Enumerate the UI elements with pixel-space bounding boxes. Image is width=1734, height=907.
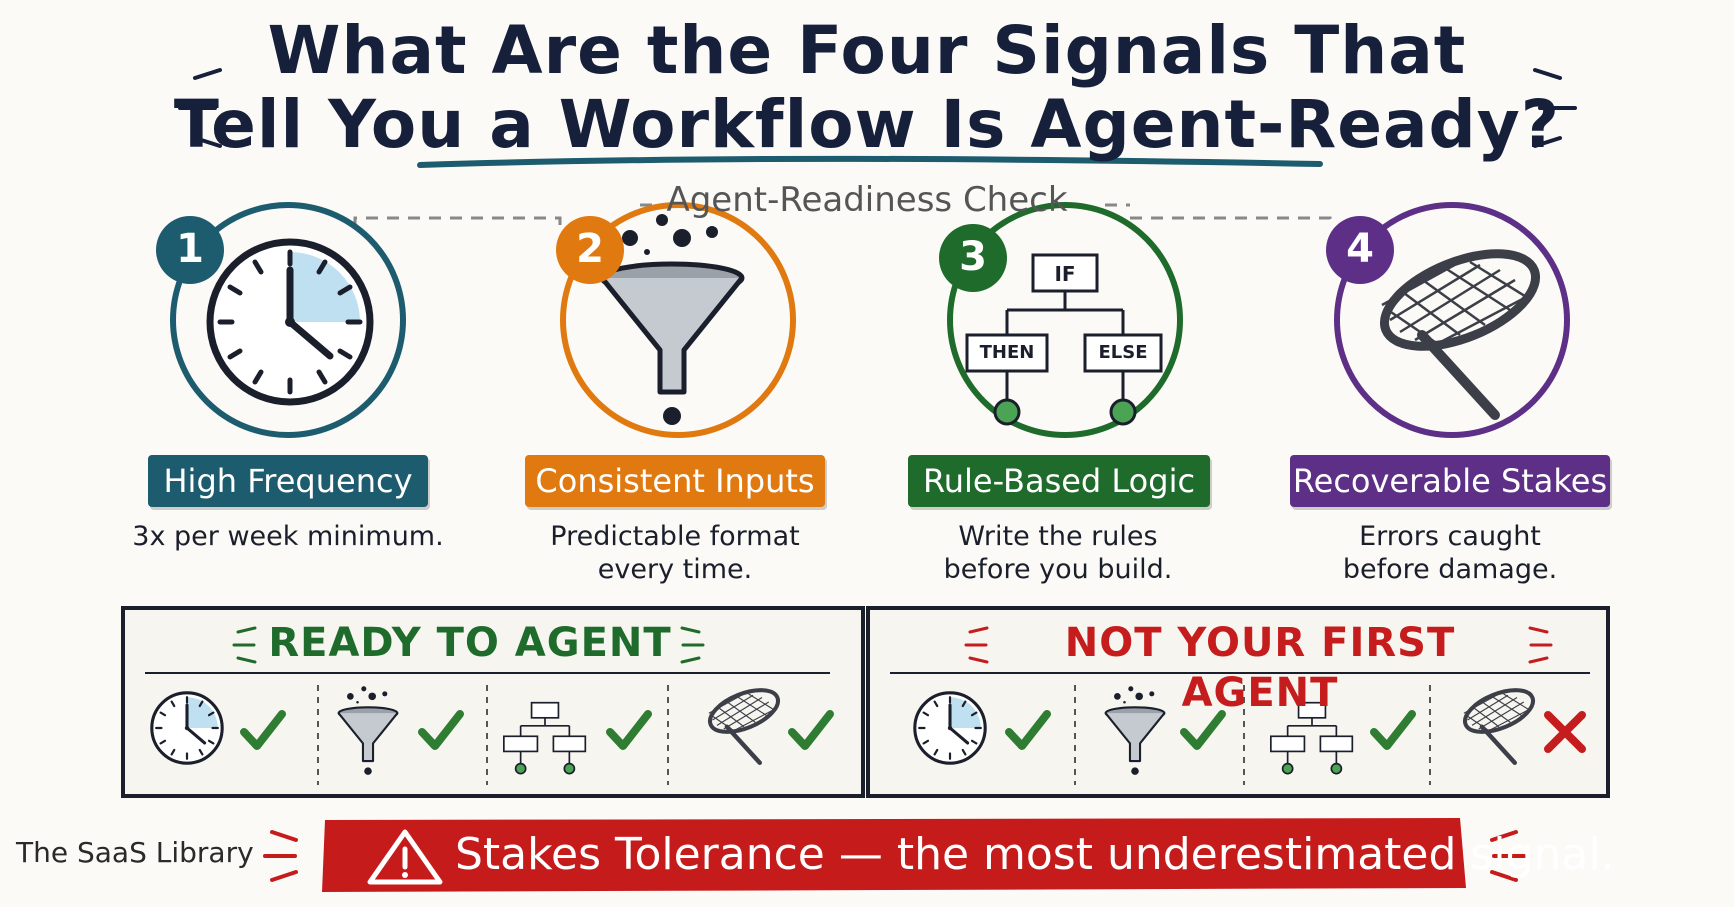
badge-1 bbox=[156, 216, 224, 284]
title-underline bbox=[417, 155, 1323, 168]
title-line-1: What Are the Four Signals That bbox=[267, 12, 1467, 89]
title-line-2: Tell You a Workflow Is Agent-Ready? bbox=[173, 86, 1561, 163]
title-accents bbox=[178, 68, 1577, 148]
signal-label-high-frequency: High Frequency bbox=[148, 455, 428, 507]
badge-number-1: 1 bbox=[176, 226, 204, 272]
badge-number-2: 2 bbox=[576, 226, 604, 272]
mini-decision-tree-icon bbox=[502, 701, 587, 775]
badge-4 bbox=[1326, 216, 1394, 284]
signal-label-recoverable-stakes: Recoverable Stakes bbox=[1290, 455, 1610, 507]
banner-background bbox=[322, 818, 1466, 892]
badge-number-4: 4 bbox=[1346, 226, 1374, 272]
signal-desc-1: 3x per week minimum. bbox=[132, 521, 444, 552]
flowchart-else-label: ELSE bbox=[1098, 342, 1148, 363]
stakes-banner-text: Stakes Tolerance — the most underestimat… bbox=[455, 829, 1615, 880]
flowchart-then-label: THEN bbox=[979, 342, 1035, 363]
signal-4-ring bbox=[1334, 202, 1570, 438]
readiness-check-label: Agent-Readiness Check bbox=[666, 180, 1068, 220]
signal-label-rule-based-logic: Rule-Based Logic bbox=[908, 455, 1210, 507]
signal-2-ring bbox=[560, 202, 796, 438]
badge-number-3: 3 bbox=[959, 234, 987, 280]
ready-panel-title: READY TO AGENT bbox=[268, 620, 672, 666]
mini-decision-tree-icon bbox=[1269, 701, 1354, 775]
signal-label-consistent-inputs: Consistent Inputs bbox=[525, 455, 825, 507]
ready-panel-frame bbox=[121, 606, 865, 798]
banner-accents bbox=[263, 830, 1526, 882]
dashed-connector-right bbox=[1130, 216, 1332, 228]
brand-name: The SaaS Library bbox=[16, 836, 254, 869]
net-icon bbox=[1372, 235, 1549, 415]
badge-3 bbox=[939, 224, 1007, 292]
mini-clock-icon bbox=[150, 691, 224, 765]
mini-clock-icon bbox=[913, 691, 987, 765]
badge-2 bbox=[556, 216, 624, 284]
not-ready-panel-title: NOT YOUR FIRST AGENT bbox=[1064, 620, 1456, 716]
warning-icon bbox=[367, 829, 443, 885]
signal-3-ring bbox=[947, 202, 1183, 438]
signal-1-ring bbox=[170, 202, 406, 438]
decision-tree-icon bbox=[965, 253, 1163, 426]
flowchart-if-label: IF bbox=[1054, 262, 1076, 286]
clock-icon bbox=[210, 242, 370, 402]
